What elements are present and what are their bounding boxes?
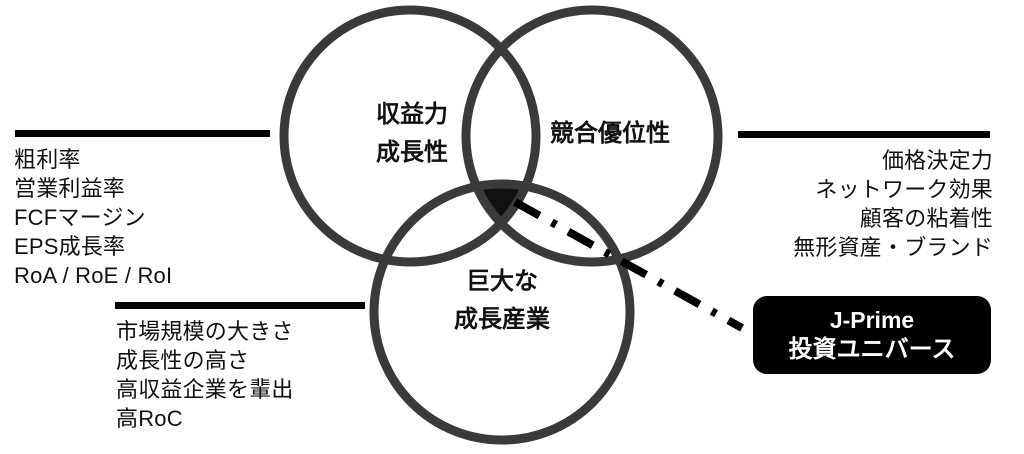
callout-title: J-Prime (829, 307, 915, 333)
caption-line: 競合優位性 (550, 120, 670, 147)
rule-bar-profitability (15, 130, 270, 137)
list-item: 成長性の高さ (116, 348, 250, 373)
circle-caption-industry: 巨大な 成長産業 (422, 263, 582, 339)
list-item: EPS成長率 (14, 234, 126, 259)
circle-profitability (279, 5, 541, 267)
list-item: 市場規模の大きさ (116, 319, 294, 344)
circle-caption-profitability: 収益力 成長性 (332, 96, 492, 172)
list-item: RoA / RoE / RoI (14, 263, 173, 288)
list-item: ネットワーク効果 (815, 177, 993, 202)
rule-bar-industry (115, 302, 365, 309)
list-item: 価格決定力 (881, 148, 993, 173)
list-item: 営業利益率 (14, 176, 126, 201)
metric-list-moat: 価格決定力 ネットワーク効果 顧客の粘着性 無形資産・ブランド (793, 146, 993, 262)
list-item: 高RoC (116, 406, 183, 431)
circle-moat (461, 5, 723, 267)
circle-caption-moat: 競合優位性 (520, 115, 700, 153)
caption-line: 収益力 (376, 101, 448, 128)
list-item: 無形資産・ブランド (793, 235, 993, 260)
leader-line-dash-dot (513, 198, 744, 332)
metric-list-industry: 市場規模の大きさ 成長性の高さ 高収益企業を輩出 高RoC (116, 317, 294, 433)
list-item: 顧客の粘着性 (859, 206, 993, 231)
rule-bar-moat (738, 131, 990, 138)
list-item: 粗利率 (14, 147, 81, 172)
caption-line: 巨大な (466, 268, 538, 295)
list-item: FCFマージン (14, 205, 146, 230)
list-item: 高収益企業を輩出 (116, 377, 294, 402)
callout-box-j-prime-universe: J-Prime 投資ユニバース (753, 296, 991, 374)
metric-list-profitability: 粗利率 営業利益率 FCFマージン EPS成長率 RoA / RoE / RoI (14, 145, 172, 290)
circle-industry (369, 179, 635, 445)
caption-line: 成長産業 (454, 306, 550, 333)
callout-subtitle: 投資ユニバース (788, 336, 956, 363)
caption-line: 成長性 (376, 139, 448, 166)
